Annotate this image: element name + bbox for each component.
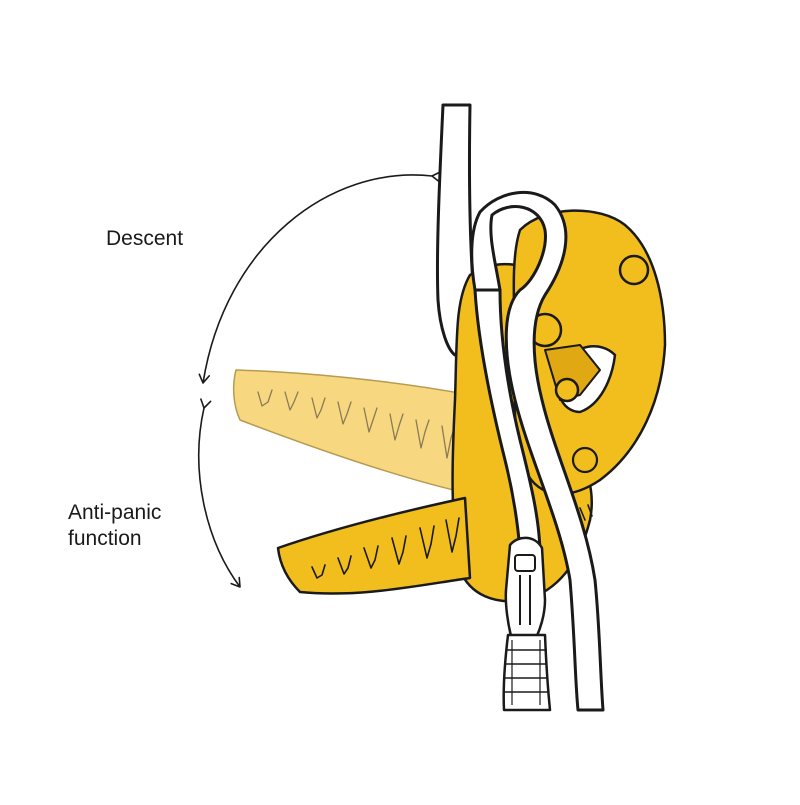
ghost-handle-descent — [232, 369, 471, 493]
rivet-cam — [554, 377, 580, 403]
anti-panic-label-line2: function — [68, 527, 142, 550]
anti-panic-arc-arrow — [198, 398, 241, 588]
descent-label: Descent — [106, 227, 184, 250]
anti-panic-label-line1: Anti-panic — [68, 501, 162, 524]
rivet-lower — [571, 446, 599, 474]
carabiner — [504, 536, 547, 642]
descent-arc-arrow — [198, 171, 442, 384]
sling — [502, 633, 552, 712]
rivet-top — [618, 254, 650, 286]
active-handle — [276, 496, 472, 595]
anti-panic-label: Anti-panic function — [68, 500, 161, 552]
